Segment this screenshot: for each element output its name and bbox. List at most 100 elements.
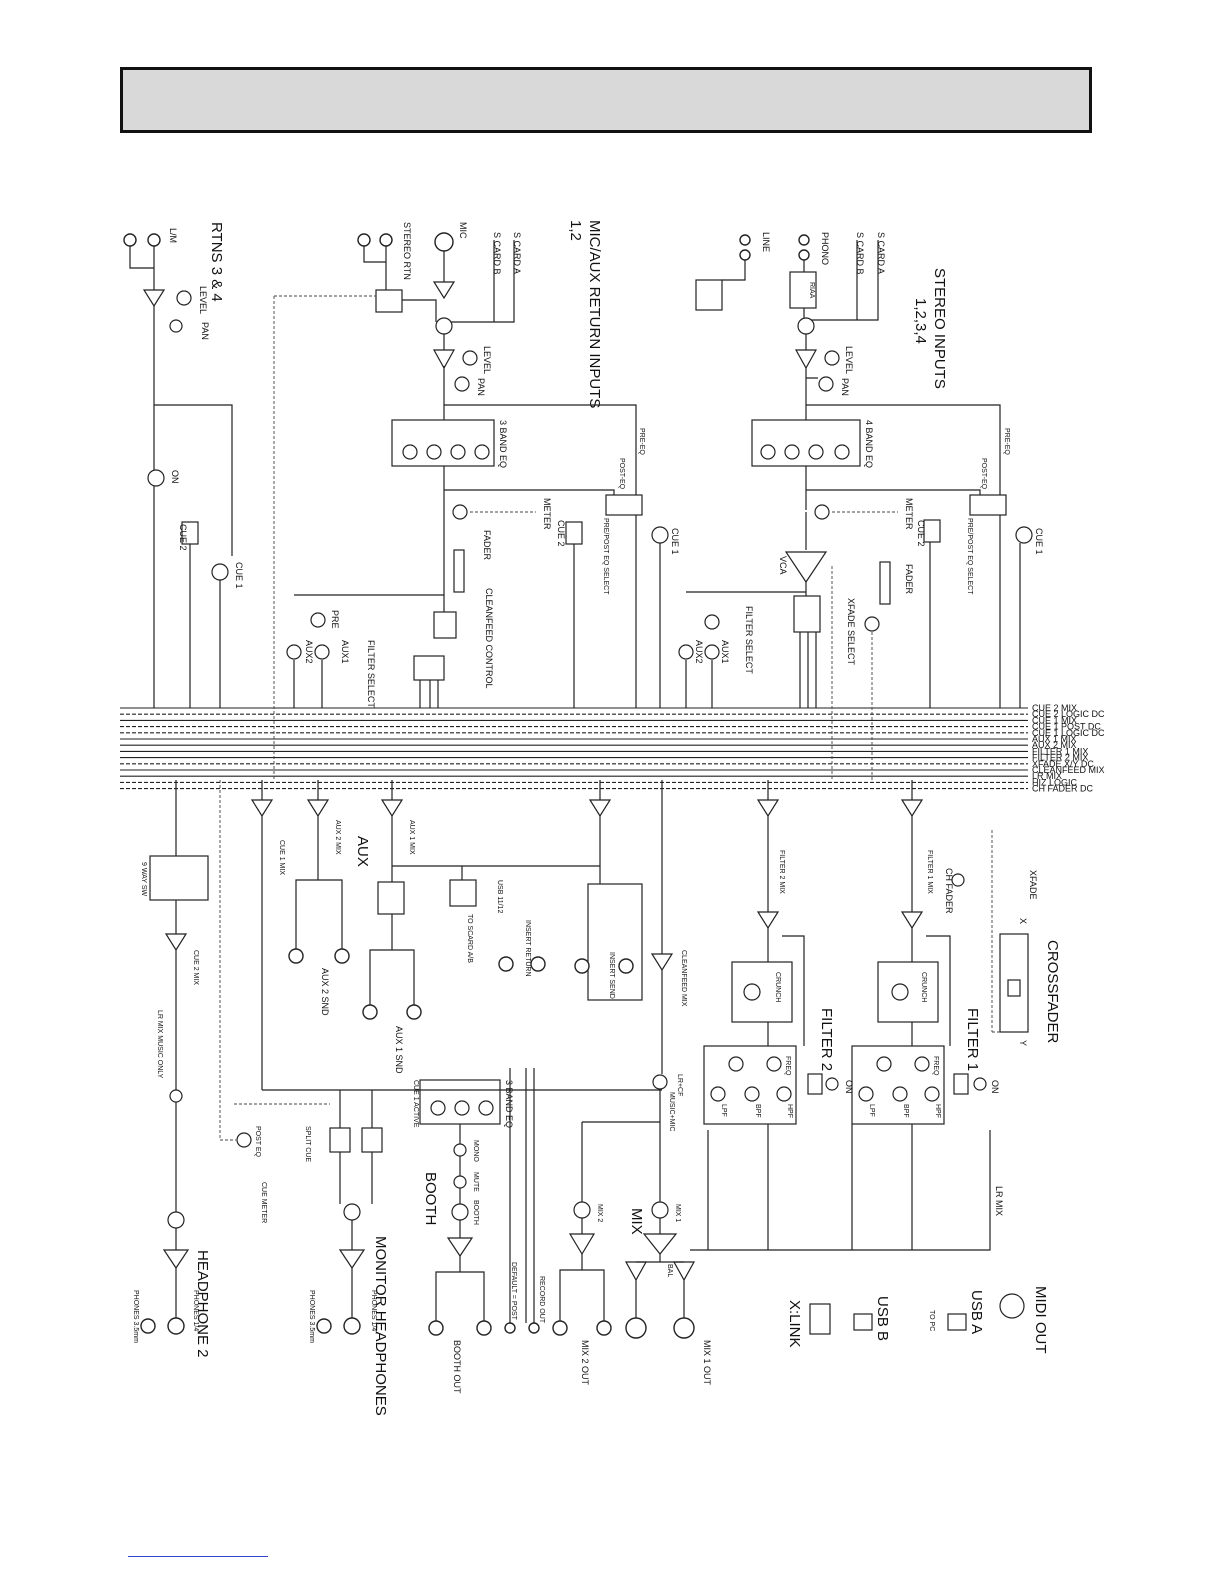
- eq4-lo-knob[interactable]: [760, 444, 776, 460]
- booth-mf-knob[interactable]: [454, 1100, 470, 1116]
- aux1-snd-r-jack[interactable]: [406, 1004, 422, 1020]
- level-knob[interactable]: [824, 350, 840, 366]
- mic-xlr-jack[interactable]: [434, 232, 454, 252]
- pre-button-stereo[interactable]: [704, 614, 720, 630]
- filter-select-box[interactable]: [793, 595, 821, 633]
- hp2-phones-35-jack[interactable]: [140, 1318, 156, 1334]
- channel-fader[interactable]: [879, 561, 891, 605]
- cue1-button-mic[interactable]: [651, 526, 669, 544]
- eq3-hi-knob[interactable]: [474, 444, 490, 460]
- insert-send-l-jack[interactable]: [618, 958, 634, 974]
- crossfader-knob[interactable]: [1007, 979, 1021, 997]
- filter2-bpf-button[interactable]: [744, 1086, 760, 1102]
- filter2-hpf-button[interactable]: [776, 1086, 792, 1102]
- mix1-out-r-xlr[interactable]: [673, 1317, 695, 1339]
- filter1-hpf-button[interactable]: [924, 1086, 940, 1102]
- input-select-switch[interactable]: [695, 279, 723, 311]
- rtn3-l-jack[interactable]: [147, 233, 161, 247]
- aux2-snd-l-jack[interactable]: [288, 948, 304, 964]
- filter2-on-button[interactable]: [825, 1077, 839, 1091]
- insert-return-r-jack[interactable]: [498, 956, 514, 972]
- hp2-phones-14-jack[interactable]: [167, 1317, 185, 1335]
- mix2-knob[interactable]: [573, 1201, 591, 1219]
- booth-mono-button[interactable]: [453, 1143, 467, 1157]
- monitor-phones-14-jack[interactable]: [343, 1317, 361, 1335]
- eq3-gain-knob[interactable]: [426, 444, 442, 460]
- insert-return-l-jack[interactable]: [530, 956, 546, 972]
- aux2-knob-mic[interactable]: [286, 644, 302, 660]
- phono-r-jack[interactable]: [798, 249, 810, 261]
- rtn-on-button[interactable]: [147, 469, 165, 487]
- pan-knob[interactable]: [818, 376, 834, 392]
- mic-fader[interactable]: [453, 549, 465, 593]
- rtn-cue1-button[interactable]: [211, 563, 229, 581]
- cue-split-switch-r[interactable]: [329, 1127, 351, 1153]
- record-out-l-jack[interactable]: [504, 1322, 516, 1334]
- filter1-lpf-button[interactable]: [858, 1086, 874, 1102]
- line-l-jack[interactable]: [739, 234, 751, 246]
- mic-pan-knob[interactable]: [454, 376, 470, 392]
- eq4-hi-knob[interactable]: [834, 444, 850, 460]
- aux1-knob-stereo[interactable]: [704, 644, 720, 660]
- stereo-rtn-l-jack[interactable]: [379, 233, 393, 247]
- mic-source-knob[interactable]: [435, 317, 453, 335]
- aux1-knob-mic[interactable]: [314, 644, 330, 660]
- pre-post-switch[interactable]: [969, 494, 1007, 516]
- insert-send-r-jack[interactable]: [574, 958, 590, 974]
- filter2-crunch-knob[interactable]: [743, 983, 761, 1001]
- xfade-select-switch[interactable]: [864, 616, 880, 632]
- eq3-lo-knob[interactable]: [402, 444, 418, 460]
- filter2-lpf-button[interactable]: [710, 1086, 726, 1102]
- monitor-level-knob[interactable]: [343, 1203, 361, 1221]
- cue2-switch-mic[interactable]: [565, 521, 583, 545]
- filter1-crunch-knob[interactable]: [891, 983, 909, 1001]
- mix1-knob[interactable]: [651, 1201, 669, 1219]
- mix1-out-l-xlr[interactable]: [625, 1317, 647, 1339]
- cue-split-switch-l[interactable]: [361, 1127, 383, 1153]
- mic-filter-select-box[interactable]: [413, 655, 445, 681]
- mic-level-knob[interactable]: [462, 350, 478, 366]
- eq4-mid2-knob[interactable]: [784, 444, 800, 460]
- mix2-out-r-jack[interactable]: [596, 1320, 612, 1336]
- pre-button-mic[interactable]: [310, 612, 326, 628]
- filter2-resonance-knob[interactable]: [728, 1056, 744, 1072]
- aux2-snd-r-jack[interactable]: [334, 948, 350, 964]
- nine-way-switch[interactable]: [149, 855, 209, 901]
- eq3-freq-knob[interactable]: [450, 444, 466, 460]
- monitor-phones-35-jack[interactable]: [316, 1318, 332, 1334]
- filter2-on-switch[interactable]: [807, 1073, 823, 1095]
- booth-level-knob[interactable]: [451, 1203, 469, 1221]
- post-eq-button[interactable]: [236, 1132, 252, 1148]
- hp2-level-knob[interactable]: [167, 1211, 185, 1229]
- eq4-mid1-knob[interactable]: [808, 444, 824, 460]
- input-source-knob[interactable]: [797, 317, 815, 335]
- rtn-level-knob[interactable]: [176, 290, 192, 306]
- phono-l-jack[interactable]: [798, 234, 810, 246]
- hp2-source-switch[interactable]: [169, 1089, 183, 1103]
- filter1-on-switch[interactable]: [953, 1073, 969, 1095]
- ch-fader-curve-switch[interactable]: [951, 873, 965, 887]
- line-r-jack[interactable]: [739, 249, 751, 261]
- cue1-button-stereo[interactable]: [1015, 526, 1033, 544]
- filter1-resonance-knob[interactable]: [876, 1056, 892, 1072]
- stereo-rtn-r-jack[interactable]: [357, 233, 371, 247]
- record-out-r-jack[interactable]: [528, 1322, 540, 1334]
- filter1-freq-knob[interactable]: [914, 1056, 930, 1072]
- filter1-bpf-button[interactable]: [892, 1086, 908, 1102]
- mic-pre-post-switch[interactable]: [605, 494, 643, 516]
- booth-hf-knob[interactable]: [478, 1100, 494, 1116]
- cue2-switch-stereo[interactable]: [923, 519, 941, 543]
- booth-out-r-jack[interactable]: [476, 1320, 492, 1336]
- filter1-on-button[interactable]: [973, 1077, 987, 1091]
- cleanfeed-switch[interactable]: [433, 611, 457, 639]
- usb-1112-switch[interactable]: [449, 879, 477, 907]
- mix2-out-l-jack[interactable]: [552, 1320, 568, 1336]
- filter2-freq-knob[interactable]: [766, 1056, 782, 1072]
- rtn3-r-jack[interactable]: [123, 233, 137, 247]
- rtn-pan-knob[interactable]: [169, 319, 183, 333]
- booth-mute-button[interactable]: [453, 1175, 467, 1189]
- booth-lf-knob[interactable]: [430, 1100, 446, 1116]
- aux2-knob-stereo[interactable]: [678, 644, 694, 660]
- aux1-snd-l-jack[interactable]: [362, 1004, 378, 1020]
- booth-out-l-jack[interactable]: [428, 1320, 444, 1336]
